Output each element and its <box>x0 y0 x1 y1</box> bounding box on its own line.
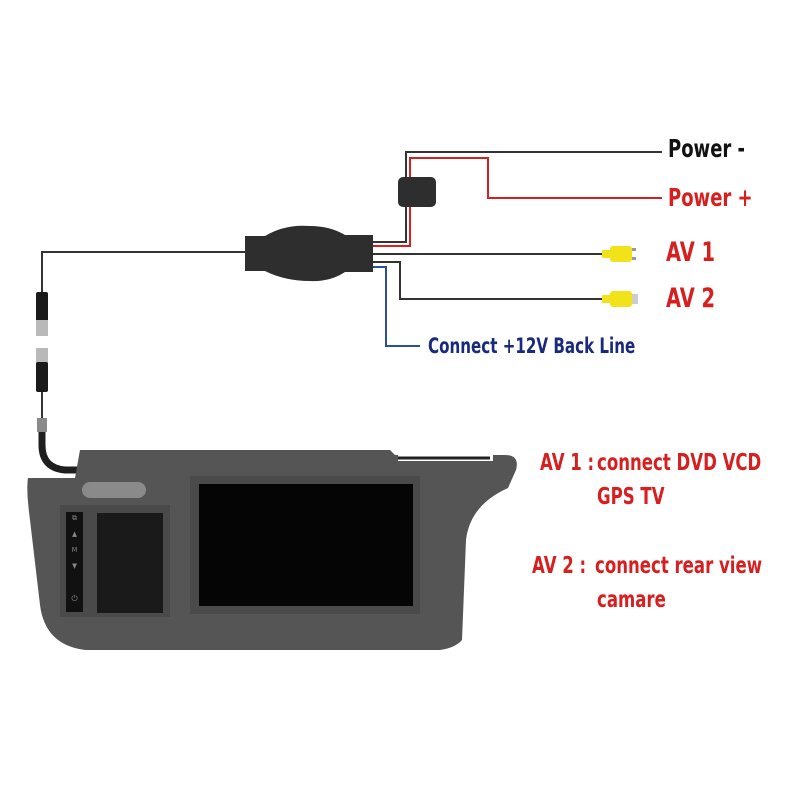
av1-label: AV 1 <box>666 237 716 268</box>
rca-av2 <box>602 291 638 307</box>
back-line-wire <box>373 266 420 347</box>
av1-note-line1: connect DVD VCD <box>597 450 762 476</box>
av1-note-key: AV 1 : <box>540 450 595 476</box>
light-strip <box>82 482 146 498</box>
up-button[interactable]: ▲ <box>72 530 77 538</box>
main-screen <box>199 484 413 606</box>
button-column <box>66 512 83 612</box>
fuse-box <box>398 177 436 207</box>
av2-note-line2: camare <box>597 587 666 613</box>
cable-connector <box>36 292 48 392</box>
junction-box <box>245 225 373 282</box>
av2-note-key: AV 2 : <box>532 553 587 579</box>
menu-button[interactable]: M <box>71 546 78 554</box>
main-cable <box>41 251 245 300</box>
power-plus-wire <box>373 157 662 247</box>
power-button[interactable]: ⏻ <box>71 594 78 603</box>
visor-rod <box>38 420 80 474</box>
av1-note-line2: GPS TV <box>597 484 665 510</box>
back-line-label: Connect +12V Back Line <box>428 334 636 358</box>
av2-wire <box>373 261 608 300</box>
power-plus-label: Power + <box>668 183 753 212</box>
mode-button[interactable]: ⧉ <box>72 514 77 522</box>
blank-button[interactable] <box>66 578 83 594</box>
power-minus-label: Power - <box>668 134 746 163</box>
rca-av1 <box>602 246 636 262</box>
av2-note-line1: connect rear view <box>595 553 763 579</box>
av2-label: AV 2 <box>666 283 716 314</box>
mirror-screen <box>97 513 163 613</box>
down-button[interactable]: ▼ <box>72 562 77 570</box>
visor-buttons: ⧉ ▲ M ▼ ⏻ <box>66 514 83 610</box>
